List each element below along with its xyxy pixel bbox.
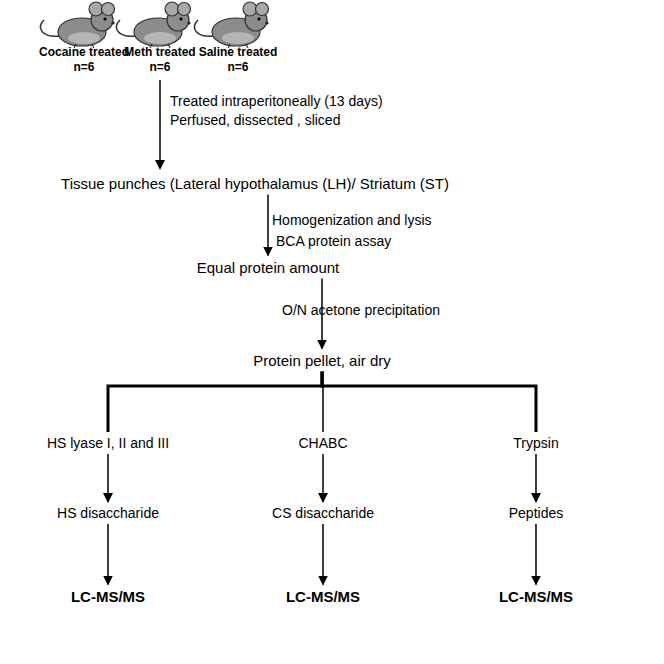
- mouse-icon: [117, 2, 191, 48]
- step-text: LC-MS/MS: [68, 587, 148, 606]
- step-label: CS disaccharide: [272, 505, 374, 521]
- step-label: LC-MS/MS: [499, 588, 573, 605]
- step-label: Equal protein amount: [197, 259, 340, 276]
- step-text: LC-MS/MS: [283, 587, 363, 606]
- flow-arrow: [267, 195, 269, 256]
- step-label: CHABC: [298, 435, 347, 451]
- step-text: HS disaccharide: [54, 504, 162, 522]
- annotation-text: Perfused, dissected , sliced: [170, 112, 340, 128]
- annotation-text: Cocaine treated: [39, 45, 129, 59]
- branch-line: [322, 372, 536, 433]
- step-label: Trypsin: [513, 435, 558, 451]
- step-label: LC-MS/MS: [286, 588, 360, 605]
- annotation-text: n=6: [227, 60, 248, 74]
- step-text: Tissue punches (Lateral hypothalamus (LH…: [58, 174, 452, 193]
- flow-arrow: [535, 524, 537, 585]
- step-text: Protein pellet, air dry: [250, 351, 394, 370]
- step-text: Peptides: [506, 504, 566, 522]
- annotation-text: O/N acetone precipitation: [282, 302, 440, 318]
- flow-arrow: [322, 454, 324, 502]
- step-text: CS disaccharide: [269, 504, 377, 522]
- annotation-text: n=6: [149, 60, 170, 74]
- step-label: LC-MS/MS: [71, 588, 145, 605]
- mouse-icon: [41, 2, 115, 48]
- annotation-text: n=6: [73, 60, 94, 74]
- annotation-text: BCA protein assay: [276, 233, 391, 249]
- annotation-text: Treated intraperitoneally (13 days): [170, 93, 383, 109]
- flow-arrow: [159, 80, 161, 160]
- step-label: Tissue punches (Lateral hypothalamus (LH…: [61, 175, 449, 192]
- flow-arrow: [107, 524, 109, 585]
- step-text: Equal protein amount: [194, 258, 343, 277]
- arrow-head: [155, 160, 165, 170]
- branch-line: [108, 372, 322, 433]
- step-label: Protein pellet, air dry: [253, 352, 391, 369]
- step-label: HS disaccharide: [57, 505, 159, 521]
- step-text: HS lyase I, II and III: [44, 434, 172, 452]
- flow-arrow: [535, 454, 537, 502]
- step-text: CHABC: [295, 434, 350, 452]
- flow-arrow: [107, 454, 109, 502]
- step-label: Peptides: [509, 505, 563, 521]
- step-text: LC-MS/MS: [496, 587, 576, 606]
- annotation-text: Meth treated: [124, 45, 195, 59]
- step-text: Trypsin: [510, 434, 561, 452]
- flow-arrow: [322, 524, 324, 585]
- mouse-icon: [195, 2, 269, 48]
- annotation-text: Saline treated: [199, 45, 278, 59]
- annotation-text: Homogenization and lysis: [272, 212, 432, 228]
- step-label: HS lyase I, II and III: [47, 435, 169, 451]
